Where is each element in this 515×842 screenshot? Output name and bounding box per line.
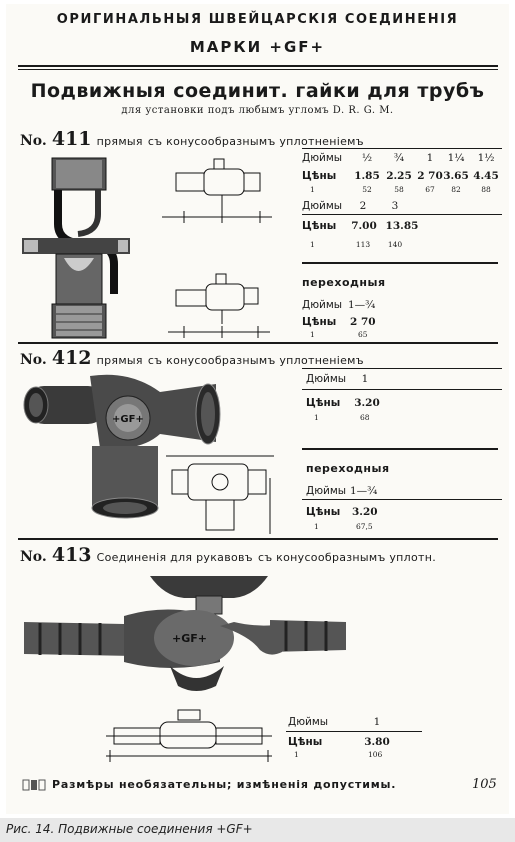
small-row-label: 1 xyxy=(310,240,315,249)
section-title-rest: съ конусообразнымъ уплотненiемъ xyxy=(147,135,364,148)
section-title-bold: прямыя xyxy=(96,135,143,148)
inches-label: Дюймы xyxy=(302,152,343,164)
table-rule xyxy=(302,389,502,390)
page-number: 105 xyxy=(472,777,497,792)
figure-caption-bar: Рис. 14. Подвижные соединения +GF+ xyxy=(0,818,515,842)
inch-size: 3 xyxy=(391,200,399,212)
small-row-label: 1 xyxy=(314,413,319,422)
header-line-2: МАРКИ +GF+ xyxy=(189,38,326,56)
price-value: 1.85 xyxy=(354,170,380,182)
header-line-1: ОРИГИНАЛЬНЫЯ ШВЕЙЦАРСКIЯ СОЕДИНЕНIЯ xyxy=(56,12,459,27)
inch-size: ¾ xyxy=(393,152,405,164)
inch-size: 1—¾ xyxy=(350,485,378,497)
prices-label: Цѣны xyxy=(306,397,341,409)
catalog-page: ОРИГИНАЛЬНЫЯ ШВЕЙЦАРСКIЯ СОЕДИНЕНIЯ МАРК… xyxy=(6,4,509,814)
inch-size: 1 xyxy=(426,152,434,164)
footer-ornament-icon xyxy=(22,778,46,792)
price-value: 3.20 xyxy=(354,397,380,409)
small-value: 52 xyxy=(362,185,372,194)
inch-size: 2 xyxy=(359,200,367,212)
inch-size: 1 xyxy=(361,373,369,385)
price-value: 3.80 xyxy=(364,736,390,748)
small-value: 88 xyxy=(481,185,491,194)
transition-divider xyxy=(302,262,498,264)
small-row-label: 1 xyxy=(294,750,299,759)
section-413-heading: No. 413 Соединенiя для рукавовъ съ конус… xyxy=(20,544,436,566)
table-rule xyxy=(302,214,502,215)
inches-label: Дюймы xyxy=(288,716,329,728)
section-412-heading: No. 412 прямыя съ конусообразнымъ уплотн… xyxy=(20,347,364,369)
section-title-rest: съ конусообразнымъ уплотн. xyxy=(257,551,437,564)
price-value: 2.25 xyxy=(386,170,412,182)
inch-size: 1—¾ xyxy=(348,299,376,311)
section-divider xyxy=(18,538,498,540)
small-row-label: 1 xyxy=(314,522,319,531)
section-divider xyxy=(18,342,498,344)
prices-label: Цѣны xyxy=(302,220,337,232)
inches-label: Дюймы xyxy=(302,299,343,311)
section-no-prefix: No. xyxy=(20,133,47,149)
table-rule xyxy=(286,731,422,732)
section-title-bold: прямыя xyxy=(96,354,143,367)
small-value: 106 xyxy=(368,750,383,759)
small-value: 65 xyxy=(358,330,368,339)
transition-divider xyxy=(302,448,498,450)
transition-title: переходныя xyxy=(306,462,390,475)
small-value: 113 xyxy=(355,240,371,249)
small-value: 58 xyxy=(394,185,404,194)
section-no-prefix: No. xyxy=(20,352,47,368)
section-title-bold: Соединенiя для рукавовъ xyxy=(96,551,253,564)
inch-size: 1½ xyxy=(477,152,495,164)
inches-label: Дюймы xyxy=(306,373,347,385)
page-subtitle: для установки подъ любымъ угломъ D. R. G… xyxy=(121,105,394,116)
inches-label: Дюймы xyxy=(306,485,347,497)
small-value: 67 xyxy=(425,185,435,194)
fitting-411-dimension-drawing xyxy=(162,158,272,223)
transition-title: переходныя xyxy=(302,276,386,289)
inch-size: 1¼ xyxy=(447,152,465,164)
header-divider xyxy=(18,65,498,67)
gf-logo-mark: +GF+ xyxy=(172,632,207,645)
inch-size: ½ xyxy=(361,152,373,164)
section-title-rest: съ конусообразнымъ уплотненiемъ xyxy=(147,354,364,367)
price-value: 3.20 xyxy=(352,506,378,518)
price-value: 2 70 xyxy=(417,170,443,182)
inch-size: 1 xyxy=(373,716,381,728)
section-number: 412 xyxy=(51,347,92,369)
price-value: 4.45 xyxy=(473,170,499,182)
small-value: 82 xyxy=(451,185,461,194)
table-top-rule xyxy=(302,368,502,369)
prices-label: Цѣны xyxy=(302,170,337,182)
prices-label: Цѣны xyxy=(306,506,341,518)
prices-label: Цѣны xyxy=(302,316,337,328)
small-row-label: 1 xyxy=(310,330,315,339)
small-row-label: 1 xyxy=(310,185,315,194)
fitting-412-dimension-drawing xyxy=(166,455,274,534)
price-value: 3.65 xyxy=(443,170,469,182)
price-value: 13.85 xyxy=(385,220,419,232)
section-no-prefix: No. xyxy=(20,549,47,565)
header-divider-thin xyxy=(18,69,498,70)
gf-logo-mark: +GF+ xyxy=(112,414,144,425)
table-rule xyxy=(302,499,502,500)
fitting-413-dimension-drawing xyxy=(106,709,272,762)
table-top-rule xyxy=(302,148,502,149)
footer-note: Размѣры необязательны; измѣненiя допусти… xyxy=(52,778,397,791)
section-411-heading: No. 411 прямыя съ конусообразнымъ уплотн… xyxy=(20,128,364,150)
page-title: Подвижныя соединит. гайки для трубъ xyxy=(30,80,485,102)
fitting-413-hose-coupling-illustration: +GF+ xyxy=(24,576,346,691)
fitting-411-transition-drawing xyxy=(168,273,270,338)
fitting-411-cutaway-illustration xyxy=(22,157,130,339)
small-value: 68 xyxy=(360,413,370,422)
small-value: 67,5 xyxy=(356,522,373,531)
inches-label: Дюймы xyxy=(302,200,343,212)
small-value: 140 xyxy=(387,240,403,249)
price-value: 7.00 xyxy=(351,220,377,232)
figure-caption: Рис. 14. Подвижные соединения +GF+ xyxy=(6,822,253,836)
section-number: 413 xyxy=(51,544,92,566)
fitting-412-elbow-illustration: +GF+ xyxy=(23,374,221,519)
prices-label: Цѣны xyxy=(288,736,323,748)
price-value: 2 70 xyxy=(350,316,376,328)
section-number: 411 xyxy=(51,128,92,150)
